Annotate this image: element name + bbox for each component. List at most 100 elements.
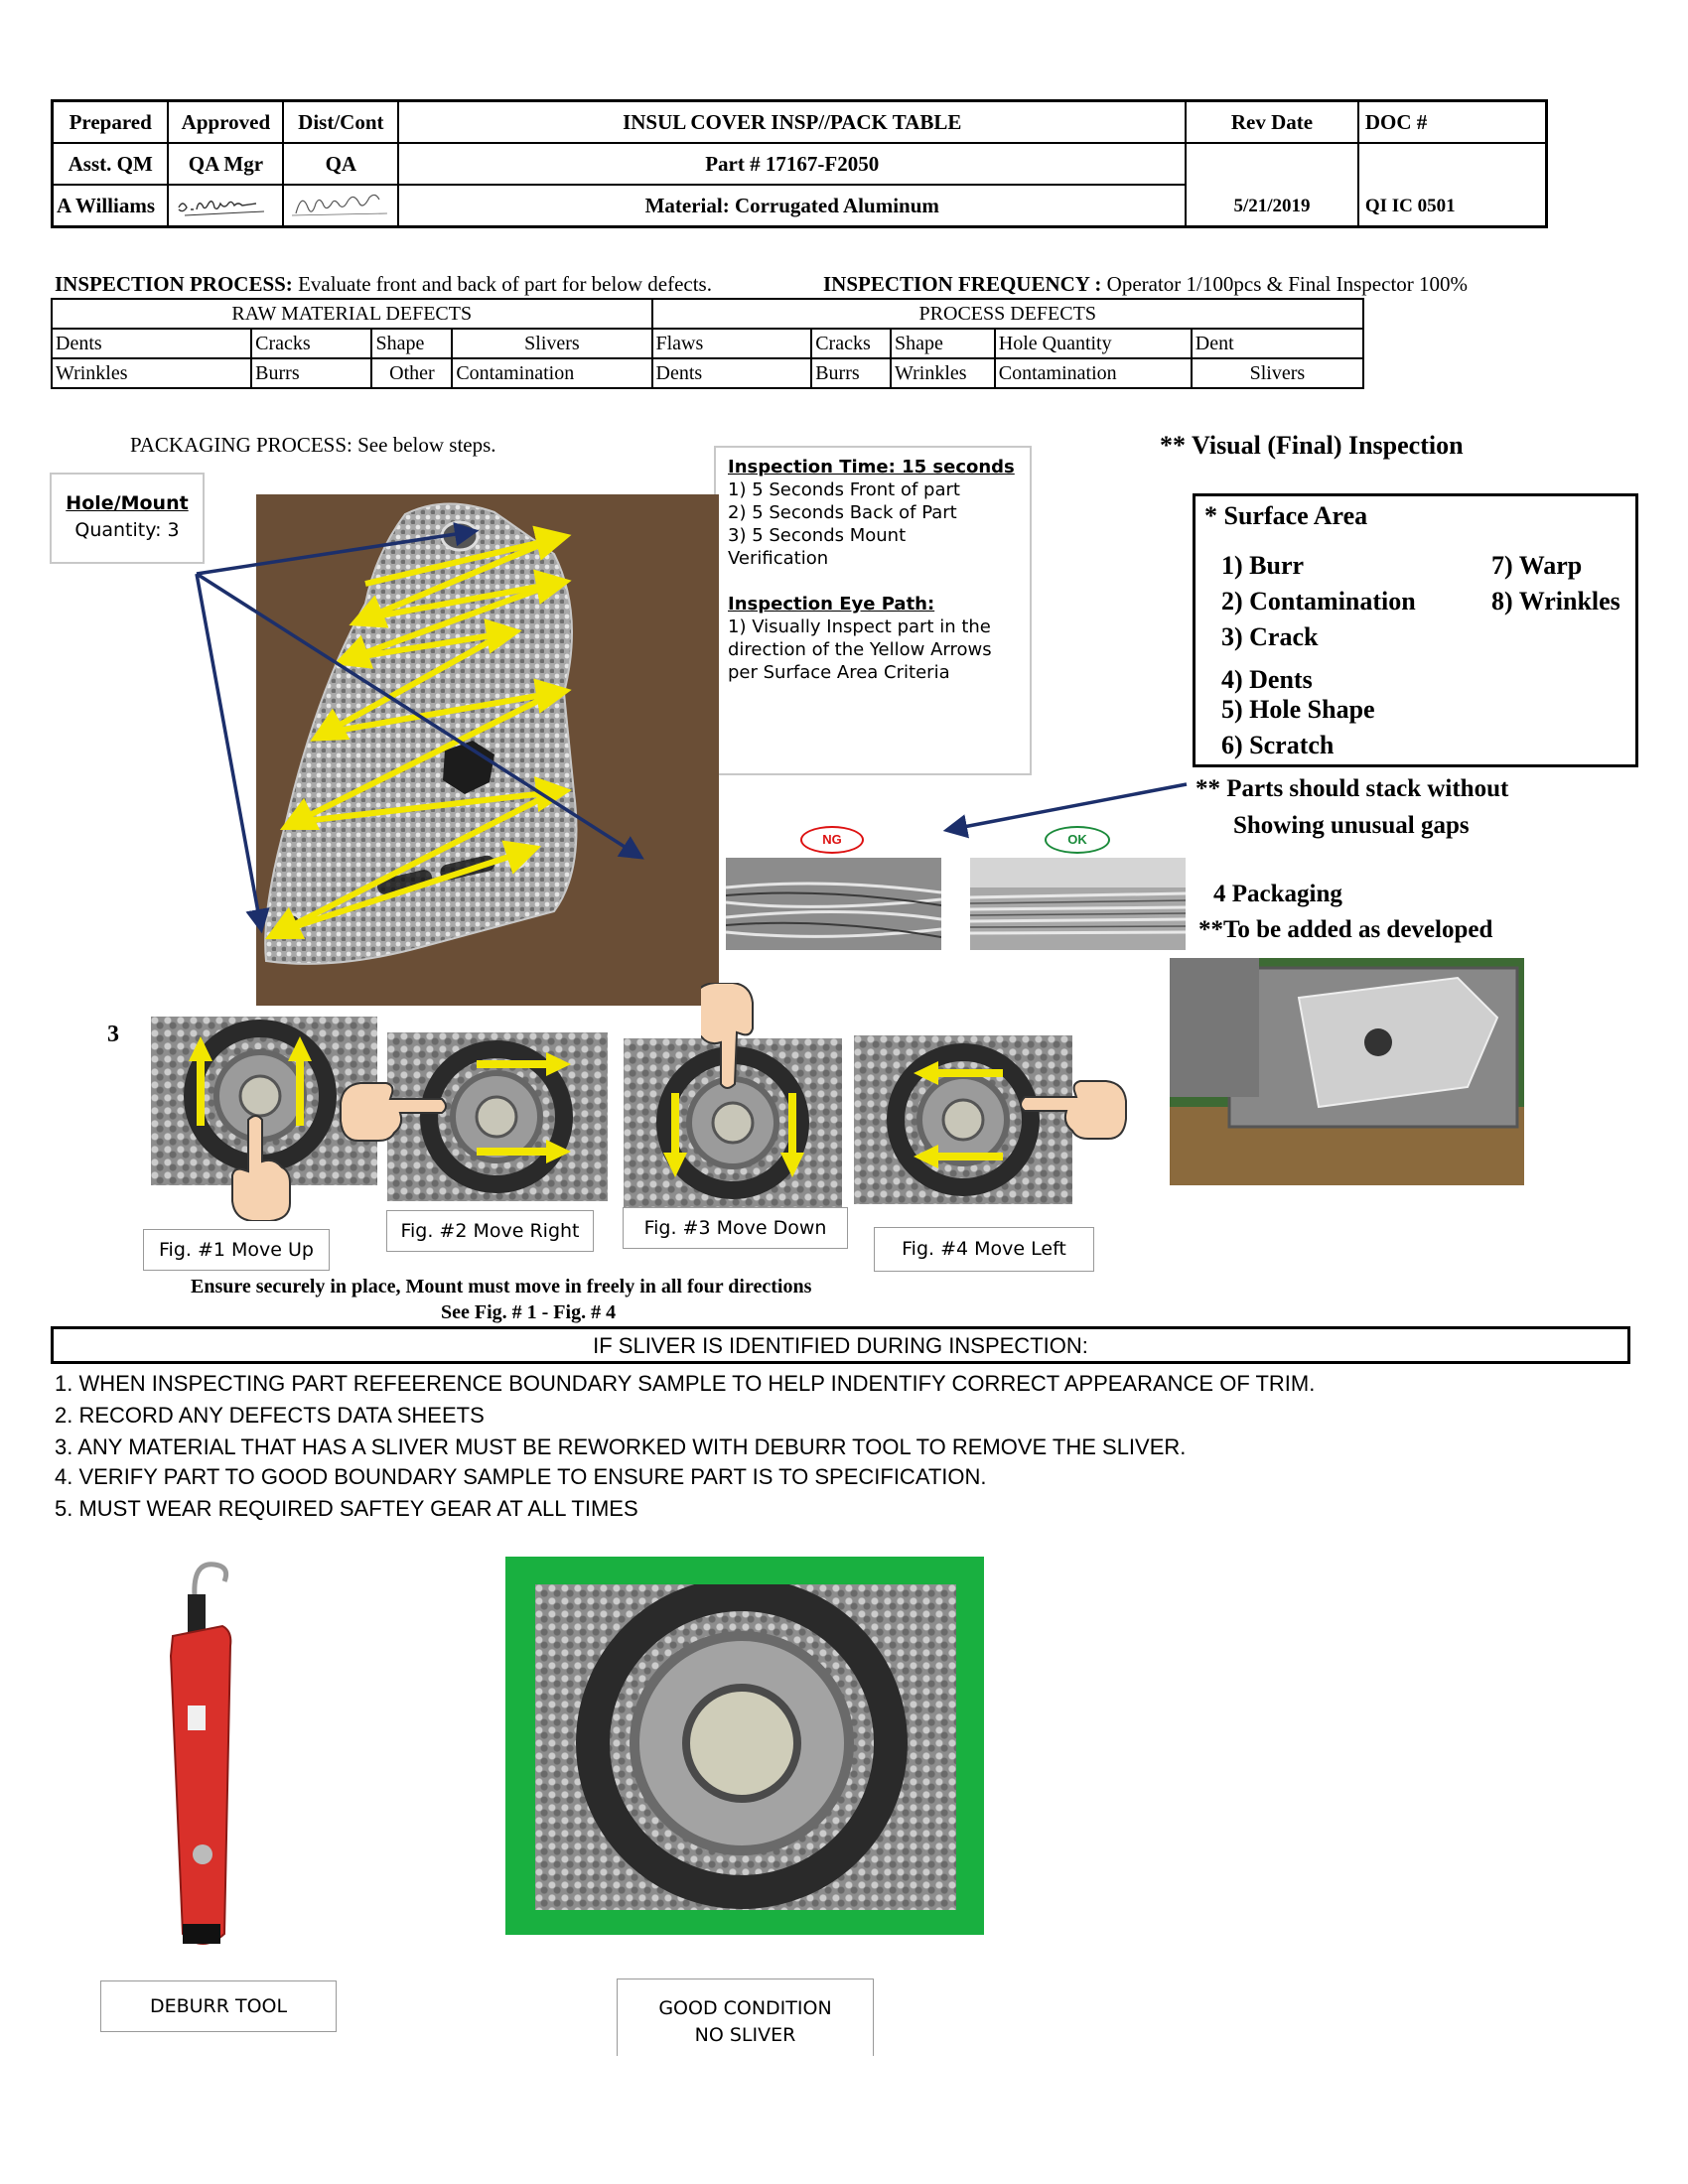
defects-table: RAW MATERIAL DEFECTS PROCESS DEFECTS Den… xyxy=(50,298,1365,389)
document-title: INSUL COVER INSP//PACK TABLE xyxy=(397,99,1188,144)
approved-header: Approved xyxy=(167,99,285,144)
inspection-time-line: Verification xyxy=(728,548,829,569)
mount-illustration xyxy=(420,1040,573,1193)
good-condition-photo xyxy=(535,1584,956,1910)
defect-cell: Other xyxy=(370,357,454,389)
defect-cell: Cracks xyxy=(810,328,893,359)
hand-pointing-up-icon xyxy=(231,1115,291,1221)
packaging-note: **To be added as developed xyxy=(1198,916,1493,943)
inspection-time-title: Inspection Time: 15 seconds xyxy=(728,457,1015,478)
fig2-photo xyxy=(387,1032,608,1201)
raw-material-defects-title: RAW MATERIAL DEFECTS xyxy=(51,298,653,330)
defect-cell: Shape xyxy=(370,328,454,359)
process-defects-title: PROCESS DEFECTS xyxy=(650,298,1364,330)
packaging-photo xyxy=(1170,958,1524,1185)
signature-image xyxy=(292,194,388,216)
defect-cell: Wrinkles xyxy=(50,357,253,389)
inspection-frequency-line: INSPECTION FREQUENCY : Operator 1/100pcs… xyxy=(823,272,1468,297)
mount-note: Ensure securely in place, Mount must mov… xyxy=(191,1276,812,1297)
inspection-time-line: 2) 5 Seconds Back of Part xyxy=(728,502,957,523)
ok-stack-illustration xyxy=(970,858,1186,950)
eye-path-line: per Surface Area Criteria xyxy=(728,662,950,683)
packaging-heading: 4 Packaging xyxy=(1213,881,1342,907)
good-condition-label-line: GOOD CONDITION xyxy=(658,1997,832,2019)
defect-cell: Cracks xyxy=(250,328,373,359)
doc-number-header: DOC # xyxy=(1356,99,1548,144)
rev-date-header: Rev Date xyxy=(1185,99,1359,144)
defect-cell: Hole Quantity xyxy=(993,328,1193,359)
prepared-by-name: A Williams xyxy=(51,184,170,228)
ok-stack-photo xyxy=(970,858,1186,950)
ng-stack-illustration xyxy=(726,858,941,950)
good-condition-label-line: NO SLIVER xyxy=(694,2024,796,2046)
approved-signature xyxy=(167,184,285,228)
fig3-label: Fig. #3 Move Down xyxy=(623,1207,848,1249)
defect-cell: Wrinkles xyxy=(890,357,996,389)
part-photo xyxy=(256,494,719,1006)
inspection-process-label: INSPECTION PROCESS: xyxy=(55,272,293,296)
fig1-photo xyxy=(151,1017,377,1185)
defect-cell: Slivers xyxy=(1190,357,1365,389)
material-description: Material: Corrugated Aluminum xyxy=(397,184,1188,228)
doc-number-value: QI IC 0501 xyxy=(1356,142,1548,228)
deburr-tool-label: DEBURR TOOL xyxy=(100,1980,337,2032)
surface-area-list-right: 7) Warp 8) Wrinkles xyxy=(1491,548,1620,619)
approved-role: QA Mgr xyxy=(167,142,285,186)
deburr-tool-photo xyxy=(133,1557,317,1959)
defect-cell: Burrs xyxy=(810,357,893,389)
inspection-time-box: Inspection Time: 15 seconds 1) 5 Seconds… xyxy=(714,446,1032,775)
surface-item: 7) Warp xyxy=(1491,551,1583,580)
stacking-note-line: ** Parts should stack without xyxy=(1196,775,1509,802)
eye-path-line: direction of the Yellow Arrows xyxy=(728,639,992,660)
dist-cont-header: Dist/Cont xyxy=(282,99,400,144)
defect-cell: Dents xyxy=(50,328,253,359)
defect-cell: Shape xyxy=(890,328,996,359)
ok-label: OK xyxy=(1045,826,1110,854)
hand-pointing-left-icon xyxy=(1020,1080,1127,1140)
sliver-instruction: 5. MUST WEAR REQUIRED SAFTEY GEAR AT ALL… xyxy=(55,1496,638,1521)
defect-cell: Contamination xyxy=(993,357,1193,389)
visual-inspection-title: ** Visual (Final) Inspection xyxy=(1160,431,1464,460)
eye-path-title: Inspection Eye Path: xyxy=(728,594,935,614)
part-number: Part # 17167-F2050 xyxy=(397,142,1188,186)
ng-stack-photo xyxy=(726,858,941,950)
defect-cell: Dent xyxy=(1190,328,1365,359)
inspection-frequency-label: INSPECTION FREQUENCY : xyxy=(823,272,1102,296)
stacking-note-line: Showing unusual gaps xyxy=(1233,812,1470,839)
hole-mount-quantity: Quantity: 3 xyxy=(74,519,180,541)
inspection-frequency-text: Operator 1/100pcs & Final Inspector 100% xyxy=(1106,272,1469,296)
hole-mount-box: Hole/Mount Quantity: 3 xyxy=(50,473,205,564)
defect-cell: Contamination xyxy=(451,357,653,389)
inspection-time-line: 1) 5 Seconds Front of part xyxy=(728,479,960,500)
prepared-header: Prepared xyxy=(51,99,170,144)
surface-area-title: * Surface Area xyxy=(1204,501,1368,530)
hole-mount-title: Hole/Mount xyxy=(66,492,189,514)
inspection-process-text: Evaluate front and back of part for belo… xyxy=(298,272,712,296)
inspection-process-line: INSPECTION PROCESS: Evaluate front and b… xyxy=(55,272,712,297)
mount-illustration xyxy=(576,1584,908,1909)
hand-pointing-right-icon xyxy=(340,1082,447,1142)
defect-cell: Flaws xyxy=(650,328,813,359)
sliver-instruction: 1. WHEN INSPECTING PART REFEERENCE BOUND… xyxy=(55,1371,1316,1396)
fig4-photo xyxy=(854,1035,1072,1204)
surface-item: 6) Scratch xyxy=(1221,731,1335,759)
prepared-role: Asst. QM xyxy=(51,142,170,186)
inspection-time-line: 3) 5 Seconds Mount xyxy=(728,525,907,546)
mount-illustration xyxy=(887,1043,1040,1196)
surface-item: 3) Crack xyxy=(1221,622,1319,651)
fig2-label: Fig. #2 Move Right xyxy=(386,1210,594,1252)
sliver-heading-box: IF SLIVER IS IDENTIFIED DURING INSPECTIO… xyxy=(51,1326,1630,1364)
document-header-table: Prepared Approved Dist/Cont INSUL COVER … xyxy=(51,99,1548,228)
ng-label: NG xyxy=(800,826,864,854)
fig4-label: Fig. #4 Move Left xyxy=(874,1227,1094,1272)
mount-note-figs: See Fig. # 1 - Fig. # 4 xyxy=(441,1301,617,1323)
surface-item: 2) Contamination xyxy=(1221,587,1416,615)
dist-signature xyxy=(282,184,400,228)
step-number: 3 xyxy=(107,1022,119,1047)
fig1-label: Fig. #1 Move Up xyxy=(143,1229,330,1271)
good-condition-frame xyxy=(505,1557,984,1935)
packaging-illustration xyxy=(1170,958,1524,1185)
defect-cell: Burrs xyxy=(250,357,373,389)
surface-item: 4) Dents xyxy=(1221,665,1313,694)
stacking-note: ** Parts should stack without Showing un… xyxy=(1196,770,1508,844)
